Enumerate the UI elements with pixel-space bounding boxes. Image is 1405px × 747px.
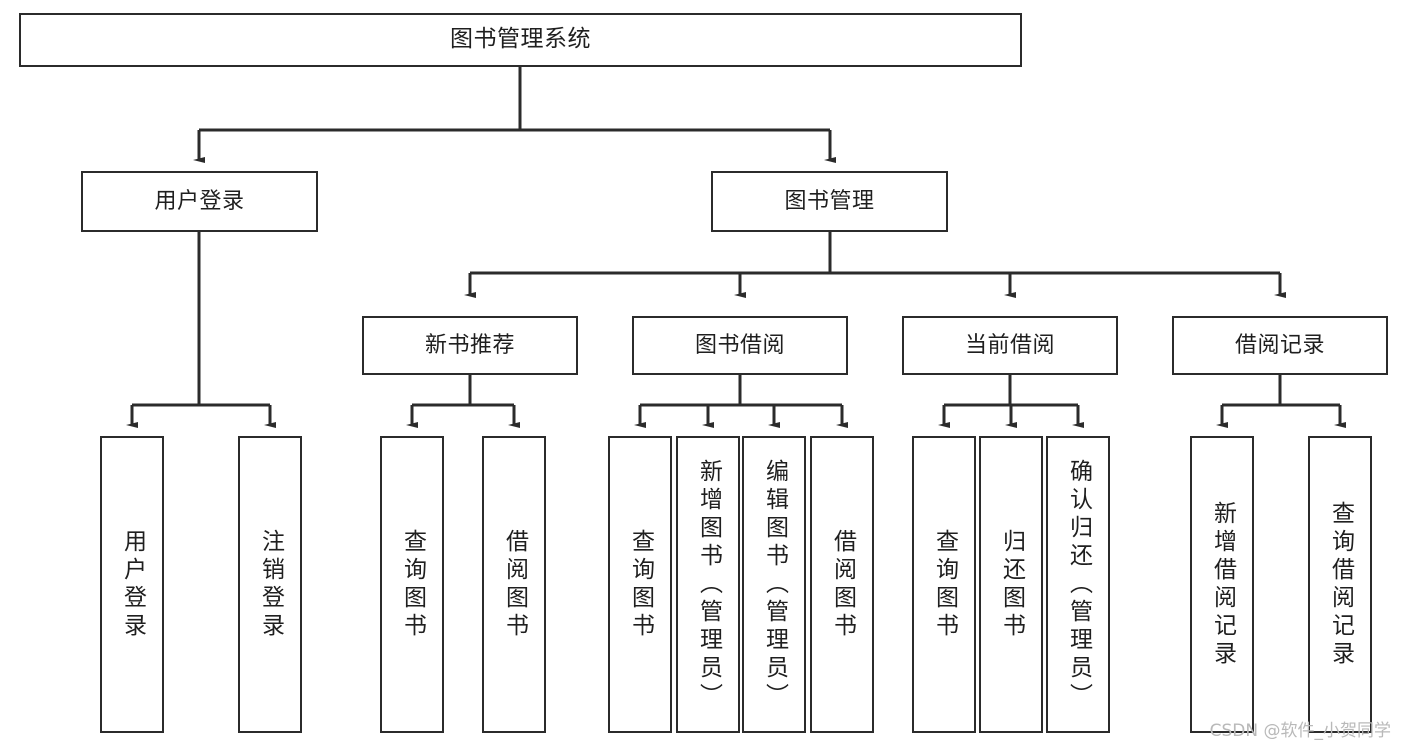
node-label: 查询图书 (931, 528, 958, 641)
leaf-current-borrow-return-book[interactable]: 归还图书 (979, 436, 1043, 733)
node-label: 用户登录 (119, 528, 146, 641)
node-label: 图书借阅 (694, 332, 785, 358)
node-label: 图书管理 (784, 188, 875, 214)
leaf-new-book-borrow-book[interactable]: 借阅图书 (482, 436, 546, 733)
leaf-new-book-query-book[interactable]: 查询图书 (380, 436, 444, 733)
node-label: 用户登录 (154, 188, 245, 214)
node-label: 查询图书 (627, 528, 654, 641)
leaf-current-borrow-confirm-return-admin[interactable]: 确认归还（管理员） (1046, 436, 1110, 733)
node-current-borrow[interactable]: 当前借阅 (902, 316, 1118, 375)
node-label: 图书管理系统 (450, 26, 591, 53)
node-label: 归还图书 (998, 528, 1025, 641)
node-book-borrow[interactable]: 图书借阅 (632, 316, 848, 375)
node-user-login[interactable]: 用户登录 (81, 171, 318, 232)
node-book-management[interactable]: 图书管理 (711, 171, 948, 232)
node-label: 确认归还（管理员） (1065, 458, 1092, 711)
node-label: 新增借阅记录 (1209, 500, 1236, 669)
node-label: 注销登录 (257, 528, 284, 641)
node-label: 新增图书（管理员） (695, 458, 722, 711)
leaf-borrow-record-add-record[interactable]: 新增借阅记录 (1190, 436, 1254, 733)
leaf-book-borrow-add-book-admin[interactable]: 新增图书（管理员） (676, 436, 740, 733)
leaf-current-borrow-query-book[interactable]: 查询图书 (912, 436, 976, 733)
leaf-user-login-logout[interactable]: 注销登录 (238, 436, 302, 733)
csdn-watermark: CSDN @软件_小贺同学 (1209, 721, 1391, 741)
node-label: 编辑图书（管理员） (761, 458, 788, 711)
node-root-book-management-system[interactable]: 图书管理系统 (19, 13, 1022, 67)
node-label: 借阅记录 (1234, 332, 1325, 358)
node-label: 借阅图书 (501, 528, 528, 641)
node-label: 当前借阅 (964, 332, 1055, 358)
leaf-book-borrow-query-book[interactable]: 查询图书 (608, 436, 672, 733)
node-borrow-record[interactable]: 借阅记录 (1172, 316, 1388, 375)
node-label: 新书推荐 (424, 332, 515, 358)
leaf-user-login-login[interactable]: 用户登录 (100, 436, 164, 733)
node-label: 借阅图书 (829, 528, 856, 641)
leaf-borrow-record-query-record[interactable]: 查询借阅记录 (1308, 436, 1372, 733)
leaf-book-borrow-edit-book-admin[interactable]: 编辑图书（管理员） (742, 436, 806, 733)
node-new-book-recommend[interactable]: 新书推荐 (362, 316, 578, 375)
node-label: 查询图书 (399, 528, 426, 641)
node-label: 查询借阅记录 (1327, 500, 1354, 669)
leaf-book-borrow-borrow-book[interactable]: 借阅图书 (810, 436, 874, 733)
